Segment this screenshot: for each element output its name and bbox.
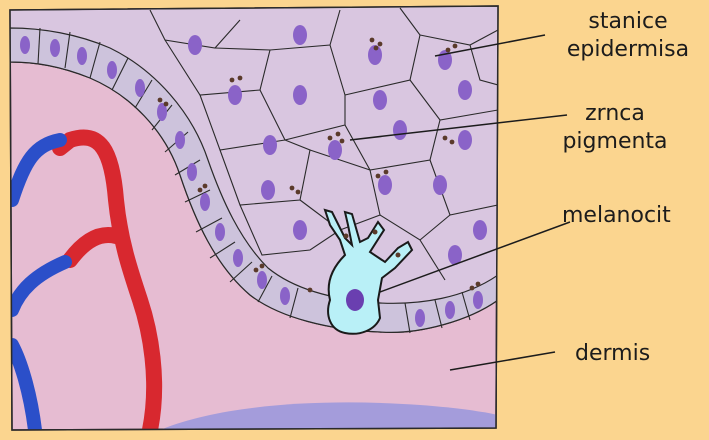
melanocyte-nucleus: [346, 289, 364, 311]
label-epidermis-line1: stanice: [548, 8, 708, 36]
label-pigment-line1: zrnca: [555, 100, 675, 128]
label-melanocyte: melanocit: [562, 202, 671, 230]
label-pigment-granules: zrnca pigmenta: [555, 100, 675, 156]
label-epidermis-line2: epidermisa: [548, 36, 708, 64]
label-dermis: dermis: [575, 340, 650, 368]
label-epidermis-cells: stanice epidermisa: [548, 8, 708, 64]
label-pigment-line2: pigmenta: [555, 128, 675, 156]
